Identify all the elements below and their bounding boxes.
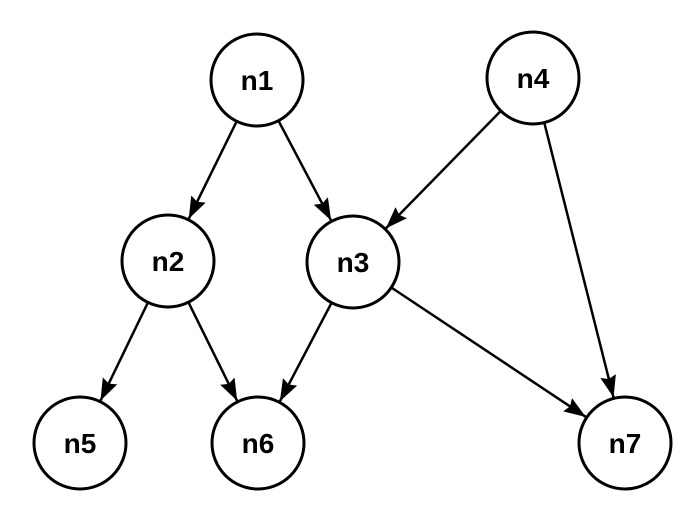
node-circle-n2 — [120, 213, 216, 309]
node-n2: n2 — [120, 213, 216, 309]
node-n4: n4 — [485, 30, 581, 126]
edge-n3-n7 — [390, 286, 587, 419]
edge-n2-n5 — [99, 301, 150, 402]
node-label-n3: n3 — [337, 247, 370, 278]
node-circle-n3 — [305, 214, 401, 310]
nodes-layer: n1 n2 n3 n4 n5 n6 n7 — [32, 30, 673, 491]
node-n1: n1 — [209, 32, 305, 128]
node-n3: n3 — [305, 214, 401, 310]
edge-n2-n6 — [187, 301, 239, 402]
node-label-n2: n2 — [152, 246, 185, 277]
node-circle-n7 — [577, 395, 673, 491]
edge-n1-n3 — [277, 120, 333, 222]
edge-n4-n7 — [543, 122, 616, 398]
node-label-n5: n5 — [64, 428, 97, 459]
edge-n4-n3 — [384, 110, 502, 230]
node-label-n4: n4 — [517, 63, 550, 94]
node-n5: n5 — [32, 395, 128, 491]
edge-n3-n6 — [278, 302, 333, 402]
edge-n1-n2 — [187, 120, 238, 220]
node-label-n1: n1 — [241, 65, 274, 96]
node-n6: n6 — [210, 395, 306, 491]
node-circle-n5 — [32, 395, 128, 491]
node-circle-n4 — [485, 30, 581, 126]
node-label-n7: n7 — [609, 428, 642, 459]
node-label-n6: n6 — [242, 428, 275, 459]
node-circle-n1 — [209, 32, 305, 128]
node-circle-n6 — [210, 395, 306, 491]
node-n7: n7 — [577, 395, 673, 491]
edges-layer — [99, 110, 616, 419]
